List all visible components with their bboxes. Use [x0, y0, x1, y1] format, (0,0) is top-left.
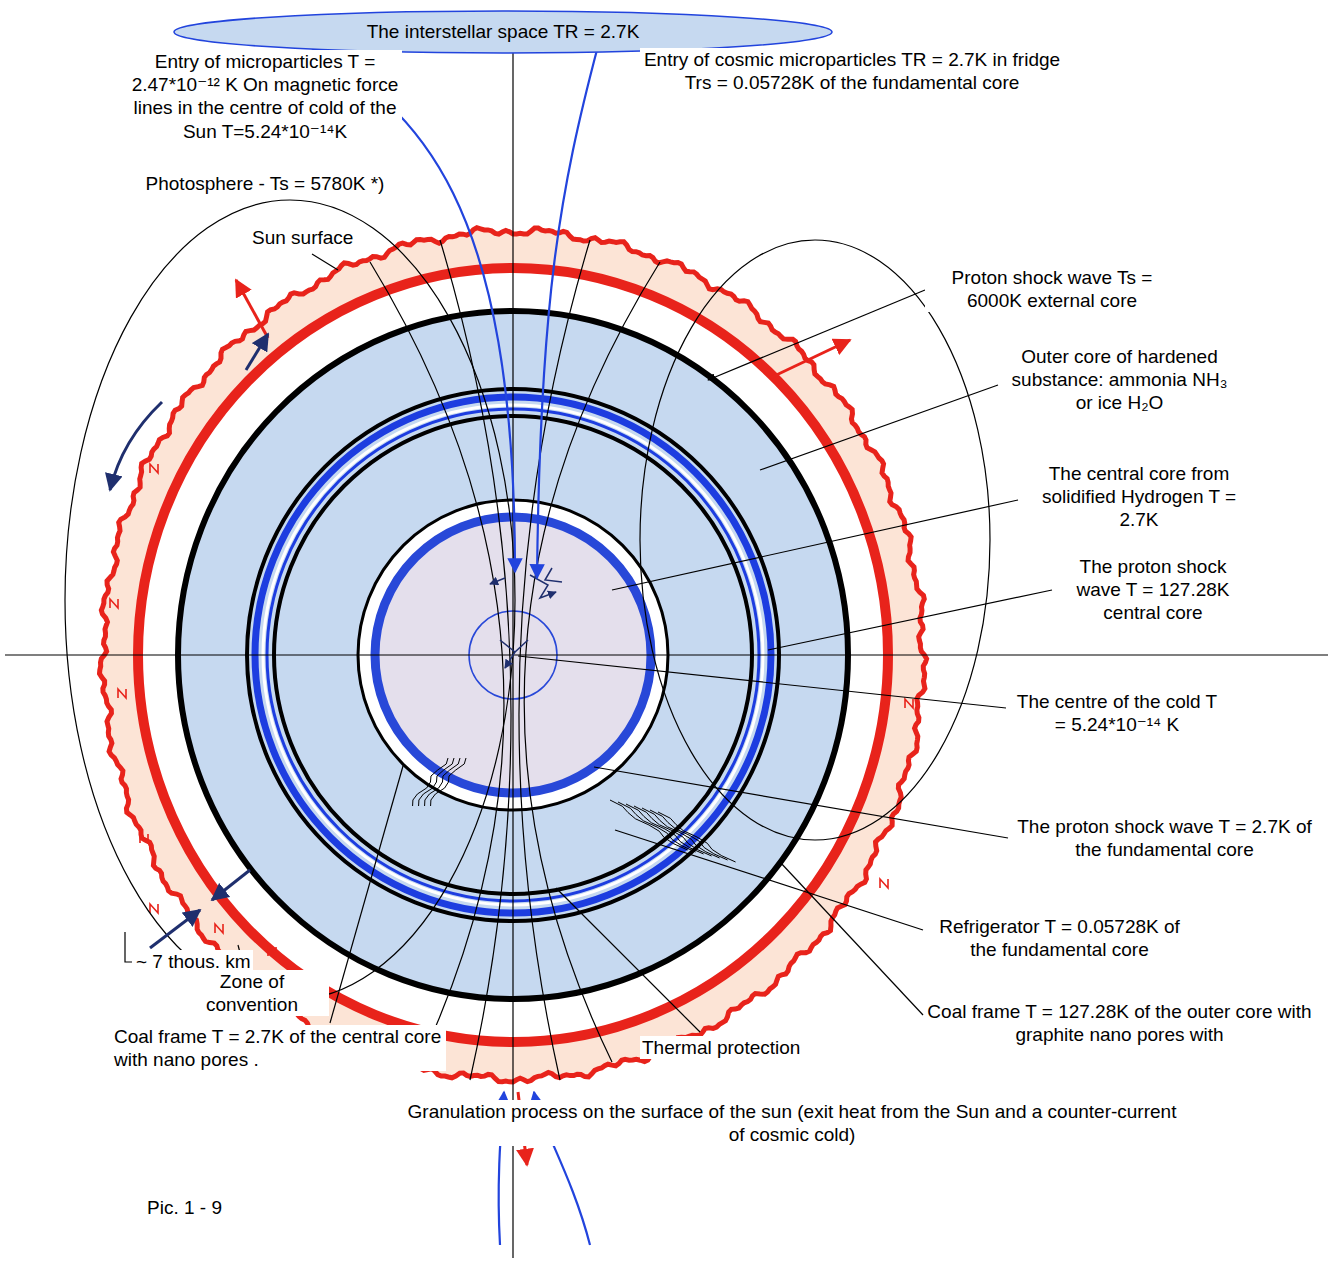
nano-pore-lines [658, 812, 736, 862]
centre-arrows [490, 578, 505, 584]
centre-arrows [530, 575, 556, 598]
nano-pore-lines [425, 758, 460, 806]
leader-lines [612, 500, 1018, 590]
leader-lines [556, 888, 700, 1032]
leader-lines [312, 254, 338, 270]
dimension-bracket [125, 932, 132, 962]
magnetic-field-lines [65, 200, 990, 1080]
leader-lines [615, 830, 923, 930]
centre-arrows [500, 640, 528, 668]
rotation-arrows [212, 870, 250, 900]
axes [5, 22, 1328, 1258]
callout-label: The proton shock wave T = 2.7K of the fu… [1010, 815, 1319, 861]
leader-lines [768, 590, 1052, 650]
callout-label: Entry of microparticles T = 2.47*10⁻¹² K… [128, 50, 402, 143]
magnetic-field-lines [65, 200, 515, 1000]
callout-label: The proton shock wave T = 127.28K centra… [1056, 555, 1250, 625]
rotation-arrows [110, 334, 268, 948]
heat-flow-arrows [770, 340, 850, 378]
callout-label: Coal frame T = 127.28K of the outer core… [925, 1000, 1314, 1046]
nano-pore-lines [413, 758, 736, 862]
callout-label: The central core from solidified Hydroge… [1022, 462, 1256, 532]
convection-marks [905, 699, 913, 708]
leader-lines [708, 290, 925, 380]
heat-flow-arrows [236, 280, 268, 338]
convection-marks [215, 924, 223, 933]
callout-label: Refrigerator T = 0.05728K of the fundame… [925, 915, 1194, 961]
callout-label: Thermal protection [640, 1036, 802, 1059]
axes [5, 654, 1328, 655]
convection-marks [150, 904, 158, 913]
callout-label: Outer core of hardened substance: ammoni… [1000, 345, 1239, 415]
convection-marks [150, 464, 158, 473]
magnetic-field-lines [370, 262, 504, 1062]
rotation-arrows [246, 334, 268, 370]
centre-arrows [490, 568, 562, 668]
callout-label: Sun surface [250, 226, 355, 249]
node-title: The interstellar space TR = 2.7K [367, 21, 640, 44]
leader-lines [780, 862, 923, 1015]
callout-label: Zone of convention [175, 970, 329, 1016]
callout-label: Photosphere - Ts = 5780K *) [128, 172, 402, 195]
magnetic-field-lines [440, 240, 511, 1080]
leader-lines [518, 656, 1006, 708]
centre-arrows [545, 568, 562, 582]
leader-lines [760, 385, 998, 470]
nano-pore-lines [431, 758, 466, 806]
magnetic-field-lines [640, 240, 990, 840]
rotation-arrows [150, 910, 200, 948]
convection-marks [140, 834, 148, 843]
callout-label: The centre of the cold T = 5.24*10⁻¹⁴ K [1010, 690, 1224, 736]
axes [512, 22, 513, 1258]
ellipse-outline [174, 11, 832, 53]
callout-label: Coal frame T = 2.7K of the central core … [112, 1025, 446, 1071]
leader-lines [330, 766, 403, 1023]
callout-label: Proton shock wave Ts = 6000K external co… [925, 266, 1179, 312]
callout-label: Granulation process on the surface of th… [400, 1100, 1184, 1146]
convection-marks [268, 947, 276, 956]
convection-marks [118, 689, 126, 698]
dimension-bracket [125, 932, 132, 962]
convection-marks [110, 599, 118, 608]
convection-marks [880, 879, 888, 888]
figure-number: Pic. 1 - 9 [145, 1196, 224, 1219]
callout-label: Entry of cosmic microparticles TR = 2.7K… [640, 48, 1064, 94]
leader-lines [594, 767, 1008, 838]
cold-flow-arrows [537, 46, 598, 578]
rotation-arrows [110, 402, 162, 490]
